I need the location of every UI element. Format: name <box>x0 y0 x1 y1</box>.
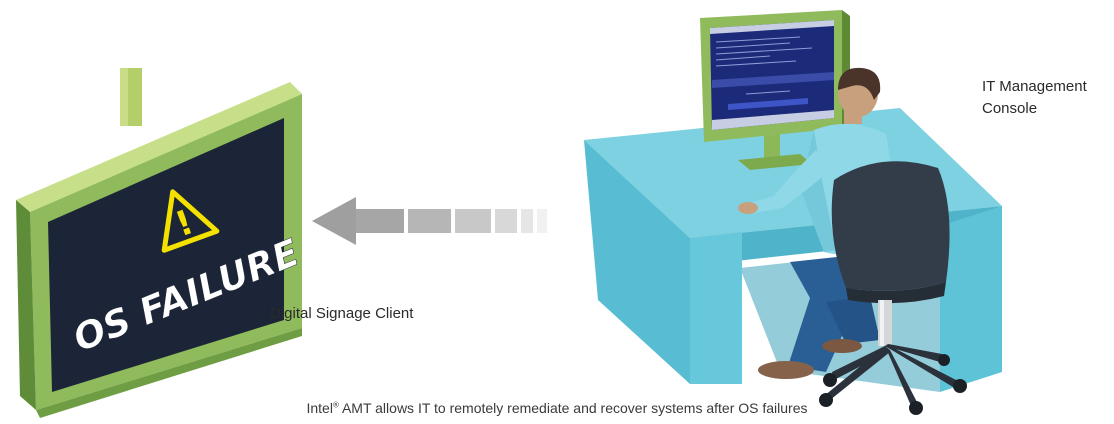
chair-backrest <box>831 161 950 291</box>
sign-frame-side <box>16 200 36 410</box>
console-label-line1: IT Management <box>982 78 1087 95</box>
left-arrow-icon <box>312 197 547 245</box>
arrow-segment <box>521 209 533 233</box>
chair-base <box>824 344 960 408</box>
arrow-head <box>312 197 356 245</box>
arrow-segment <box>408 209 451 233</box>
monitor-stand-base <box>738 154 812 170</box>
person-shoe <box>758 361 814 379</box>
console-monitor <box>700 10 850 170</box>
it-management-console-label: IT Management Console <box>982 76 1087 120</box>
caption-registered-mark: ® <box>332 400 339 410</box>
arrow-segment <box>455 209 491 233</box>
caption-text: AMT allows IT to remotely remediate and … <box>338 400 808 416</box>
desk-right-panel <box>940 206 1002 392</box>
arrow-segment <box>356 209 404 233</box>
console-label-line2: Console <box>982 100 1038 117</box>
monitor-stand-neck <box>764 134 780 162</box>
sign-frame-top <box>16 82 302 212</box>
sign-screen <box>48 118 284 392</box>
person-hair <box>838 67 881 100</box>
person-arm <box>746 150 830 214</box>
digital-signage-display: ! OS FAILURE <box>16 68 305 418</box>
caption-brand: Intel <box>306 400 333 416</box>
desk-front-left-panel <box>584 140 690 384</box>
arrow-segment <box>537 209 547 233</box>
person-leg <box>788 256 858 372</box>
figure-caption: Intel® AMT allows IT to remotely remedia… <box>0 400 1114 416</box>
digital-signage-client-label: Digital Signage Client <box>270 305 414 322</box>
arrow-segment <box>495 209 517 233</box>
office-chair <box>819 161 967 415</box>
